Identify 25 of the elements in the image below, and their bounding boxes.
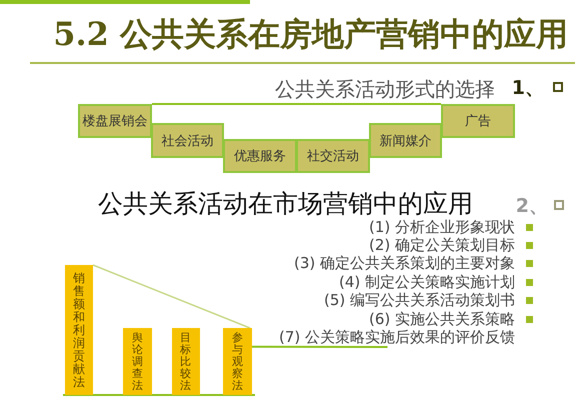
section-number: 1、: [512, 77, 544, 100]
list-item: (7) 公关策略实施后效果的评价反馈: [260, 328, 515, 347]
method-bar: 舆论调查法: [123, 328, 152, 395]
section-number: 2、: [516, 195, 548, 218]
connector-line: [152, 103, 441, 105]
method-bar: 销售额和利润贡献法: [65, 265, 93, 395]
connector-line: [92, 264, 250, 329]
list-item: (4) 制定公关策略实施计划: [338, 273, 515, 292]
activity-box: 楼盘展销会: [78, 104, 152, 138]
caption: 公共关系活动在市场营销中的应用: [98, 190, 473, 218]
list-item: (6) 实施公共关系策略: [368, 310, 515, 329]
activity-box: 新闻媒介: [369, 123, 442, 158]
title: 5.2 公共关系在房地产营销中的应用: [53, 14, 568, 55]
list-item: (5) 编写公共关系活动策划书: [324, 291, 515, 310]
section-heading: 公共关系活动形式的选择: [275, 77, 495, 101]
activity-box: 社会活动: [151, 123, 224, 158]
list-item: (1) 分析企业形象现状: [368, 218, 515, 237]
method-bar: 目标比较法: [172, 328, 200, 395]
activity-box: 优惠服务: [223, 139, 297, 173]
list-item: (3) 确定公共关系策划的主要对象: [294, 254, 515, 273]
connector-line: [252, 346, 388, 348]
activity-box: 广告: [441, 104, 515, 138]
method-bar: 参与观察法: [223, 328, 252, 395]
activity-box: 社交活动: [296, 139, 370, 173]
list-item: (2) 确定公关策划目标: [368, 236, 515, 255]
